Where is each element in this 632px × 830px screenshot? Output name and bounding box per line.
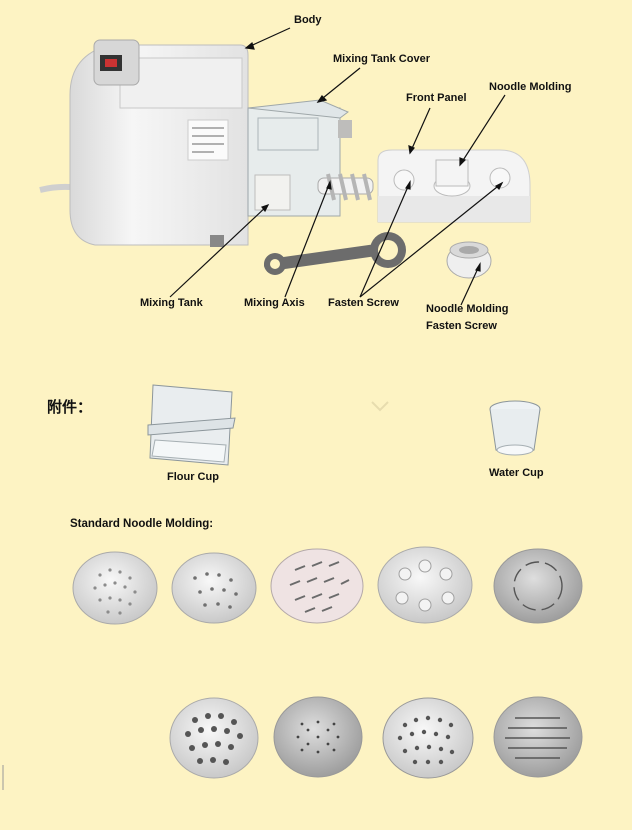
molding-disc-9 — [493, 696, 583, 778]
label-noodle-molding-fasten-screw-line2: Fasten Screw — [426, 320, 497, 332]
flour-cup-image — [147, 384, 236, 466]
label-mixing-tank: Mixing Tank — [140, 297, 203, 309]
front-panel — [377, 149, 531, 223]
standard-molding-heading: Standard Noodle Molding: — [70, 518, 214, 530]
label-water-cup: Water Cup — [489, 467, 544, 479]
molding-disc-2 — [171, 552, 257, 624]
label-noodle-molding-fasten-screw-line1: Noodle Molding — [426, 303, 509, 315]
molding-disc-4 — [377, 546, 473, 624]
label-flour-cup: Flour Cup — [167, 471, 219, 483]
label-noodle-molding: Noodle Molding — [489, 81, 572, 93]
label-fasten-screw: Fasten Screw — [328, 297, 399, 309]
label-mixing-tank-cover: Mixing Tank Cover — [333, 53, 430, 65]
molding-disc-1 — [72, 551, 158, 625]
molding-disc-6 — [169, 697, 259, 779]
water-cup-image — [489, 400, 541, 456]
fasten-screw-ring — [446, 241, 492, 279]
wrench — [264, 232, 406, 275]
molding-disc-5 — [493, 548, 583, 624]
mixing-tank — [247, 99, 352, 217]
accessories-heading: 附件： — [47, 398, 93, 416]
label-front-panel: Front Panel — [406, 92, 467, 104]
machine-body — [69, 39, 249, 247]
label-mixing-axis: Mixing Axis — [244, 297, 305, 309]
molding-disc-7 — [273, 696, 363, 778]
leader-lines — [169, 27, 506, 306]
molding-disc-3 — [270, 548, 364, 624]
molding-disc-8 — [382, 697, 474, 779]
label-body: Body — [294, 14, 322, 26]
